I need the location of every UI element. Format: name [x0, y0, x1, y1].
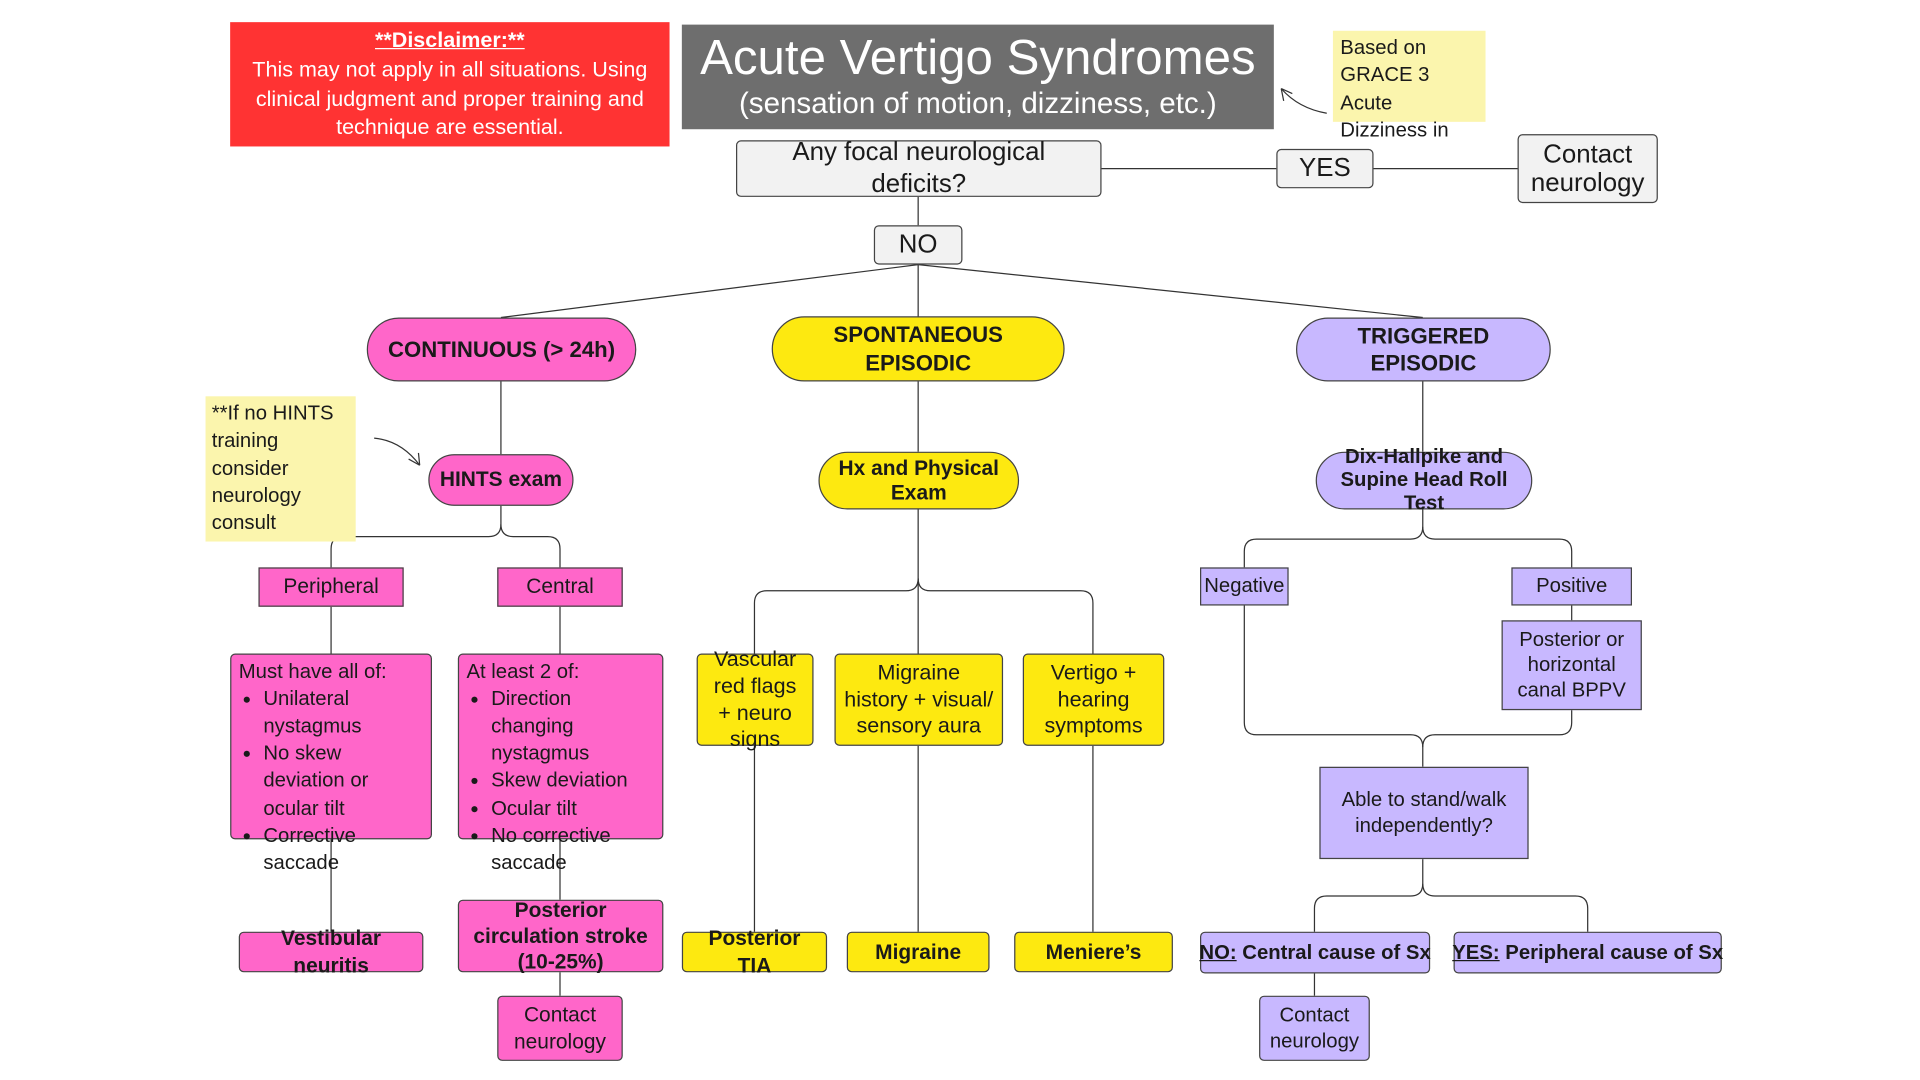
hx-physical-exam-node: Hx and Physical Exam	[818, 451, 1020, 510]
peripheral-node: Peripheral	[258, 567, 404, 607]
triggered-category: TRIGGERED EPISODIC	[1296, 317, 1551, 382]
positive-node: Positive	[1511, 567, 1632, 606]
contact-neurology-central: Contact neurology	[497, 995, 623, 1061]
page-title: Acute Vertigo Syndromes	[700, 30, 1256, 86]
list-item: No corrective saccade	[491, 822, 655, 877]
central-criteria-list: Direction changing nystagmus Skew deviat…	[466, 685, 654, 877]
list-item: Skew deviation	[491, 767, 655, 794]
no-node: NO	[873, 225, 963, 265]
list-item: Direction changing nystagmus	[491, 685, 655, 767]
no-central-text: Central cause of Sx	[1236, 941, 1431, 964]
continuous-category: CONTINUOUS (> 24h)	[366, 317, 637, 382]
list-item: Corrective saccade	[263, 822, 423, 877]
negative-node: Negative	[1200, 567, 1289, 606]
stand-walk-question: Able to stand/walk independently?	[1319, 766, 1529, 860]
disclaimer-box: **Disclaimer:** This may not apply in al…	[230, 22, 670, 147]
vertigo-hearing-node: Vertigo + hearing symptoms	[1022, 653, 1165, 746]
vestibular-neuritis-node: Vestibular neuritis	[238, 927, 424, 977]
vascular-red-flags-node: Vascular red flags + neuro signs	[696, 646, 814, 751]
bppv-node: Posterior or horizontal canal BPPV	[1501, 620, 1642, 711]
no-central-prefix: NO:	[1199, 941, 1237, 964]
hints-exam-node: HINTS exam	[428, 454, 574, 506]
migraine-history-node: Migraine history + visual/ sensory aura	[834, 653, 1004, 746]
yes-node: YES	[1276, 148, 1374, 189]
spontaneous-category: SPONTANEOUS EPISODIC	[771, 316, 1065, 382]
migraine-node: Migraine	[846, 931, 990, 973]
no-central-cause-node: NO: Central cause of Sx	[1199, 931, 1431, 974]
posterior-stroke-node: Posterior circulation stroke (10-25%)	[457, 898, 664, 974]
yes-peripheral-text: Peripheral cause of Sx	[1499, 941, 1724, 964]
posterior-tia-node: Posterior TIA	[681, 927, 828, 977]
list-item: Unilateral nystagmus	[263, 685, 423, 740]
yes-peripheral-prefix: YES:	[1452, 941, 1500, 964]
disclaimer-text: This may not apply in all situations. Us…	[252, 56, 648, 140]
title-box: Acute Vertigo Syndromes (sensation of mo…	[681, 24, 1274, 130]
list-item: Ocular tilt	[491, 795, 655, 822]
dix-hallpike-node: Dix-Hallpike and Supine Head Roll Test	[1315, 446, 1533, 514]
list-item: No skew deviation or ocular tilt	[263, 740, 423, 822]
contact-neurology-bottom: Contact neurology	[1259, 995, 1370, 1061]
central-node: Central	[497, 567, 623, 607]
disclaimer-heading: **Disclaimer:**	[375, 27, 525, 53]
central-criteria-heading: At least 2 of:	[466, 660, 580, 684]
source-note: Based on GRACE 3 Acute Dizziness in ED	[1332, 30, 1486, 169]
peripheral-criteria-list: Unilateral nystagmus No skew deviation o…	[239, 685, 424, 877]
contact-neurology-top: Contact neurology	[1517, 134, 1658, 204]
yes-peripheral-cause-node: YES: Peripheral cause of Sx	[1452, 931, 1724, 974]
page-subtitle: (sensation of motion, dizziness, etc.)	[738, 87, 1217, 121]
peripheral-criteria-box: Must have all of: Unilateral nystagmus N…	[230, 653, 433, 874]
hints-training-note: **If no HINTS training consider neurolog…	[205, 396, 356, 542]
focal-deficits-question: Any focal neurological deficits?	[736, 138, 1102, 198]
menieres-node: Meniere’s	[1014, 931, 1173, 973]
central-criteria-box: At least 2 of: Direction changing nystag…	[457, 653, 664, 874]
peripheral-criteria-heading: Must have all of:	[238, 660, 387, 684]
